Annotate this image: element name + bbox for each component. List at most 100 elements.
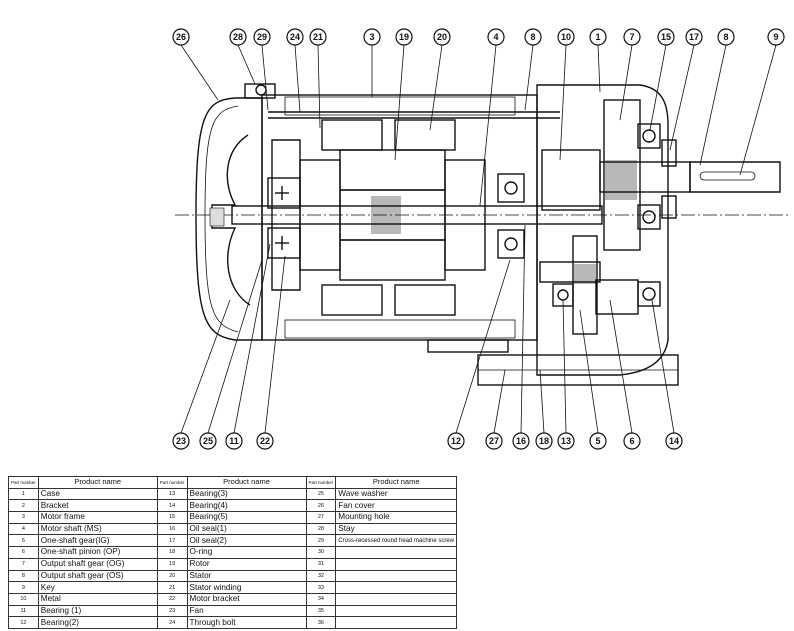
part-number-cell: 15: [156, 511, 188, 524]
callout-28: 28: [229, 28, 247, 46]
stator-winding: [321, 119, 456, 316]
leader-line: [180, 44, 219, 101]
product-name-cell: [335, 546, 458, 559]
product-name-header: Product name: [37, 476, 158, 489]
leader-line: [394, 44, 405, 161]
product-name-cell: [335, 616, 458, 629]
callout-8: 8: [717, 28, 735, 46]
product-name-cell: [335, 581, 458, 594]
fan: [209, 134, 251, 306]
one-shaft-pinion: [539, 261, 639, 315]
part-number-cell: 35: [305, 604, 337, 618]
leader-line: [233, 243, 271, 434]
svg-text:27: 27: [489, 436, 499, 446]
product-name-cell: Motor bracket: [186, 592, 307, 606]
part-number-header: Part number: [305, 476, 337, 489]
part-number-cell: 17: [156, 534, 188, 548]
callout-12: 12: [447, 432, 465, 450]
callout-4: 4: [487, 28, 505, 46]
leader-line: [479, 44, 497, 206]
product-name-cell: Metal: [37, 592, 158, 606]
part-number-cell: 5: [8, 534, 39, 548]
callout-6: 6: [623, 432, 641, 450]
leader-line: [559, 44, 567, 161]
svg-text:9: 9: [773, 32, 778, 42]
callout-5: 5: [589, 432, 607, 450]
product-name-cell: [335, 557, 458, 571]
part-number-cell: 10: [8, 592, 39, 606]
svg-text:25: 25: [203, 436, 213, 446]
part-number-cell: 31: [305, 557, 337, 571]
part-number-cell: 14: [156, 499, 188, 513]
part-number-cell: 16: [156, 522, 188, 536]
leader-line: [237, 44, 256, 85]
part-number-cell: 3: [8, 511, 39, 524]
svg-text:15: 15: [661, 32, 671, 42]
svg-text:17: 17: [689, 32, 699, 42]
product-name-cell: Output shaft gear (OG): [37, 557, 158, 571]
product-name-cell: O-ring: [186, 546, 307, 559]
svg-text:20: 20: [437, 32, 447, 42]
part-number-cell: 9: [8, 581, 39, 594]
leader-line: [609, 299, 633, 434]
product-name-cell: Stator: [186, 569, 307, 583]
product-name-cell: Oil seal(1): [186, 522, 307, 536]
leader-line: [739, 44, 777, 176]
svg-text:14: 14: [669, 436, 679, 446]
leader-line: [493, 369, 506, 434]
callout-3: 3: [363, 28, 381, 46]
leader-line: [651, 299, 675, 434]
callout-27: 27: [485, 432, 503, 450]
callout-10: 10: [557, 28, 575, 46]
product-name-cell: Wave washer: [335, 487, 458, 501]
part-number-cell: 11: [8, 604, 39, 618]
leader-line: [579, 309, 599, 434]
product-name-cell: One-shaft gear(IG): [37, 534, 158, 548]
key: [699, 171, 756, 181]
fan-cover: [195, 97, 263, 341]
part-number-cell: 33: [305, 581, 337, 594]
part-number-cell: 12: [8, 616, 39, 629]
product-name-cell: Rotor: [186, 557, 307, 571]
part-number-cell: 23: [156, 604, 188, 618]
callout-7: 7: [623, 28, 641, 46]
part-number-cell: 26: [305, 499, 337, 513]
leader-line: [699, 44, 727, 166]
svg-text:24: 24: [290, 32, 300, 42]
product-name-cell: Bearing(5): [186, 511, 307, 524]
product-name-cell: [335, 604, 458, 618]
part-number-cell: 7: [8, 557, 39, 571]
callout-25: 25: [199, 432, 217, 450]
product-name-cell: [335, 569, 458, 583]
bearing-4: [637, 281, 661, 307]
svg-text:29: 29: [257, 32, 267, 42]
part-number-cell: 18: [156, 546, 188, 559]
callout-24: 24: [286, 28, 304, 46]
leader-line: [264, 255, 286, 434]
leader-line: [294, 44, 301, 113]
svg-text:16: 16: [516, 436, 526, 446]
product-name-cell: Cross-recessed round head machine screw: [335, 534, 458, 548]
part-number-cell: 34: [305, 592, 337, 606]
leader-line: [261, 44, 269, 111]
part-number-cell: 1: [8, 487, 39, 501]
callout-21: 21: [309, 28, 327, 46]
table-header-row: Part number Product name Part number Pro…: [8, 476, 458, 489]
bearing-5: [637, 123, 661, 230]
svg-text:5: 5: [595, 436, 600, 446]
part-number-cell: 13: [156, 487, 188, 501]
product-name-cell: Bracket: [37, 499, 158, 513]
callout-22: 22: [256, 432, 274, 450]
stay: [244, 83, 276, 99]
metal: [541, 149, 601, 211]
callout-16: 16: [512, 432, 530, 450]
part-number-cell: 32: [305, 569, 337, 583]
svg-text:18: 18: [539, 436, 549, 446]
